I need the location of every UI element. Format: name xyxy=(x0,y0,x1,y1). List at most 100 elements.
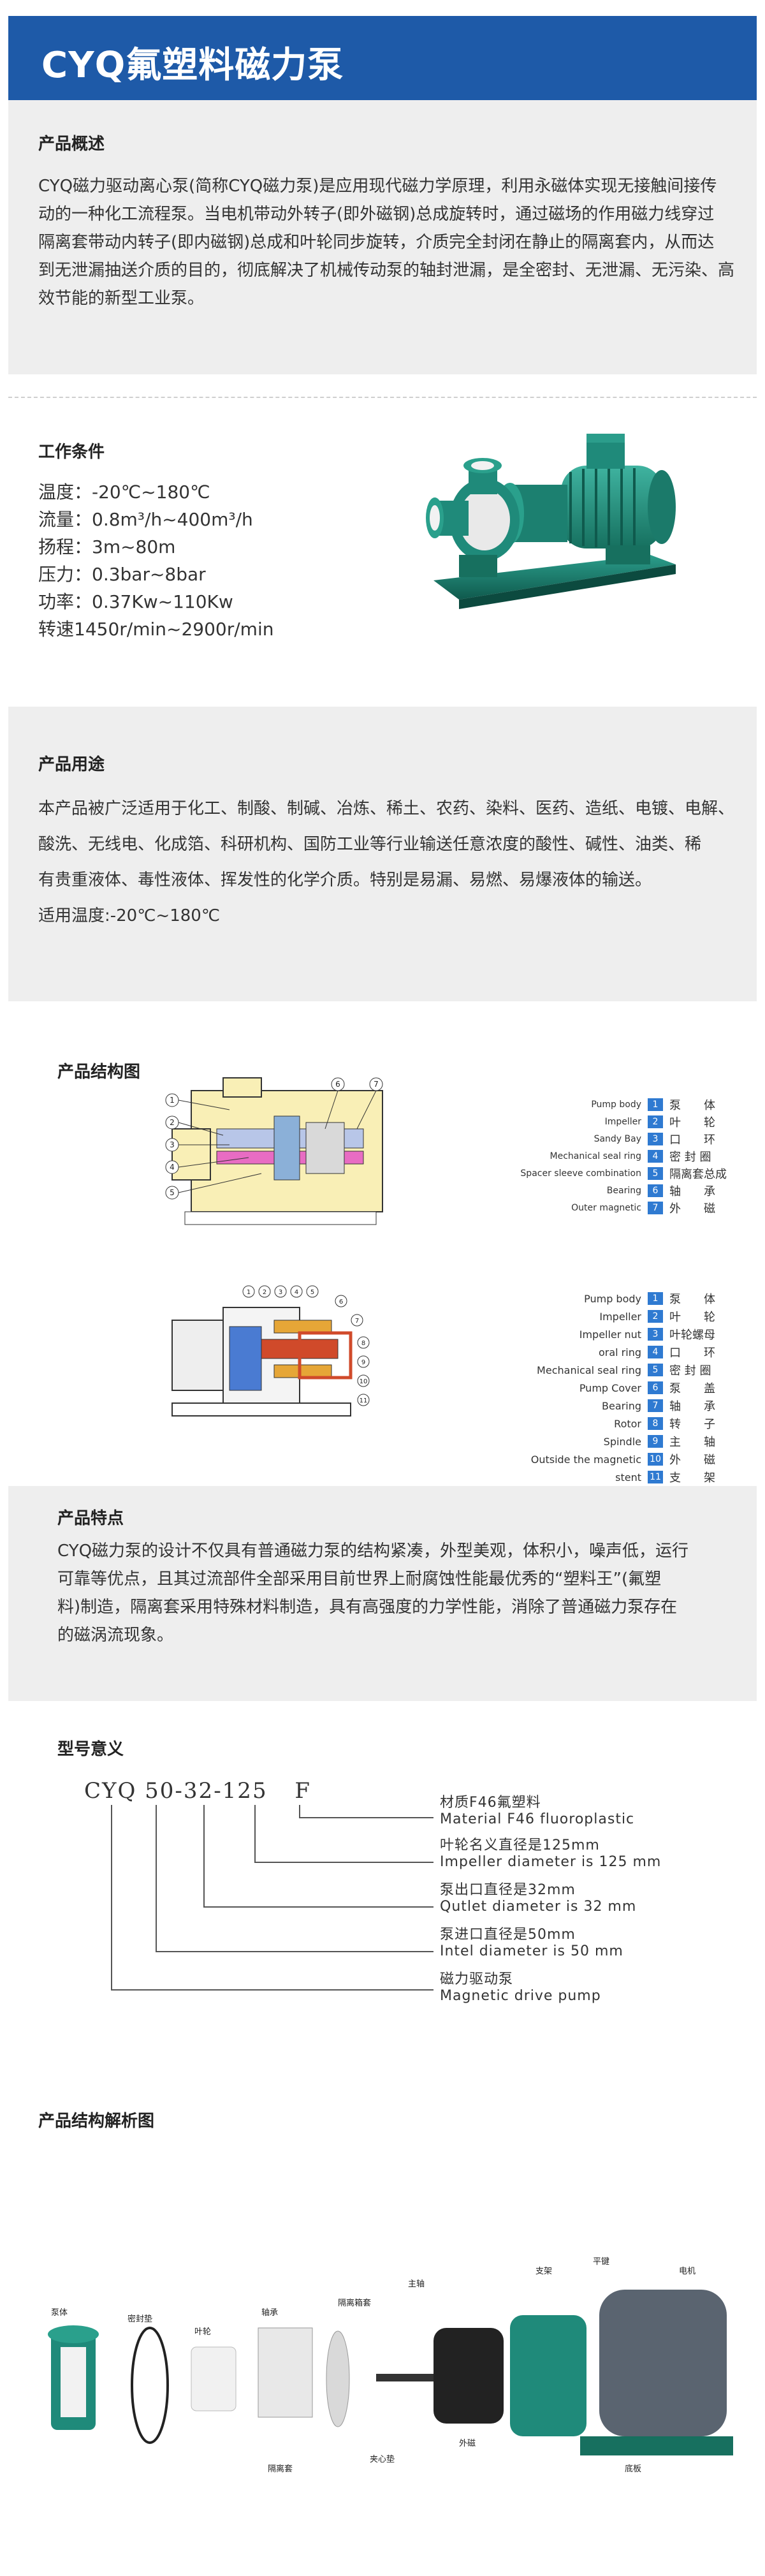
legend-en: Spindle xyxy=(603,1435,641,1448)
structure-legend-1: Pump body 1 泵 体 Impeller 2 叶 轮 Sandy Bay… xyxy=(484,1096,727,1216)
model-code-inlet: 50 xyxy=(145,1778,175,1804)
part-pump-body xyxy=(48,2325,99,2430)
overview-line: CYQ磁力驱动离心泵(简称CYQ磁力泵)是应用现代磁力学原理，利用永磁体实现无接… xyxy=(38,177,717,196)
legend-row: Sandy Bay 3 口 环 xyxy=(484,1130,727,1147)
legend-cn: 泵 体 xyxy=(669,1293,715,1306)
legend-en: Mechanical seal ring xyxy=(537,1364,641,1376)
legend-en: Outer magnetic xyxy=(571,1202,641,1213)
usage-title: 产品用途 xyxy=(38,755,105,774)
legend-en: Bearing xyxy=(606,1185,641,1196)
legend-cn: 隔离套总成 xyxy=(669,1167,727,1181)
usage-text: 本产品被广泛适用于化工、制酸、制碱、冶炼、稀土、农药、染料、医药、造纸、电镀、电… xyxy=(38,791,746,934)
features-line: 料)制造，隔离套采用特殊材料制造，具有高强度的力学性能，消除了普通磁力泵存在 xyxy=(57,1598,678,1617)
part-label: 主轴 xyxy=(408,2279,425,2289)
overview-line: 动的一种化工流程泵。当电机带动外转子(即外磁钢)总成旋转时，通过磁场的作用磁力线… xyxy=(38,205,715,224)
structure-diagram-2: 1 2 3 4 5 6 7 8 9 10 11 xyxy=(171,1285,370,1417)
legend-num: 9 xyxy=(648,1435,663,1448)
legend-num: 7 xyxy=(648,1399,663,1412)
model-item-cn: 泵出口直径是32mm xyxy=(440,1882,576,1898)
legend-en: Pump body xyxy=(584,1292,641,1305)
legend-row: Mechanical seal ring 4 密 封 圈 xyxy=(484,1147,727,1165)
legend-en: Pump Cover xyxy=(579,1381,641,1394)
part-bracket xyxy=(510,2315,586,2436)
model-item-impeller: 叶轮名义直径是125mm Impeller diameter is 125 mm xyxy=(440,1834,661,1870)
callout-2: 2 xyxy=(263,1289,266,1296)
legend-cn: 转 子 xyxy=(669,1418,715,1431)
legend-num: 2 xyxy=(648,1115,663,1128)
usage-line: 本产品被广泛适用于化工、制酸、制碱、冶炼、稀土、农药、染料、医药、造纸、电镀、电… xyxy=(38,799,735,818)
legend-en: stent xyxy=(615,1471,641,1483)
legend-cn: 泵 体 xyxy=(669,1098,715,1112)
legend-cn: 轴 承 xyxy=(669,1400,715,1413)
legend-num: 10 xyxy=(648,1453,663,1466)
part-label: 支架 xyxy=(536,2267,552,2276)
usage-line: 酸洗、无线电、化成箔、科研机构、国防工业等行业输送任意浓度的酸性、碱性、油类、稀 xyxy=(38,835,702,854)
legend-row: Bearing 7 轴 承 xyxy=(484,1397,727,1415)
legend-en: Spacer sleeve combination xyxy=(520,1168,641,1179)
part-label: 叶轮 xyxy=(194,2327,211,2337)
model-item-outlet: 泵出口直径是32mm Qutlet diameter is 32 mm xyxy=(440,1878,636,1915)
legend-row: Spacer sleeve combination 5 隔离套总成 xyxy=(484,1165,727,1182)
conditions-title: 工作条件 xyxy=(38,443,105,462)
part-motor xyxy=(599,2290,727,2436)
condition-power: 功率：0.37Kw~110Kw xyxy=(38,591,233,612)
legend-num: 2 xyxy=(648,1310,663,1323)
callout-2: 2 xyxy=(170,1118,175,1127)
legend-cn: 密 封 圈 xyxy=(669,1364,711,1378)
usage-line: 有贵重液体、毒性液体、挥发性的化学介质。特别是易漏、易燃、易爆液体的输送。 xyxy=(38,871,652,890)
condition-pressure: 压力：0.3bar~8bar xyxy=(38,564,206,585)
legend-row: Pump Cover 6 泵 盖 xyxy=(484,1379,727,1397)
legend-en: oral ring xyxy=(598,1346,641,1358)
features-line: 可靠等优点，且其过流部件全部采用目前世界上耐腐蚀性能最优秀的“塑料王”(氟塑 xyxy=(57,1570,662,1589)
legend-num: 8 xyxy=(648,1417,663,1430)
pump-photo xyxy=(426,434,676,609)
callout-9: 9 xyxy=(361,1359,365,1366)
callout-3: 3 xyxy=(170,1140,175,1149)
part-label: 平键 xyxy=(593,2257,609,2267)
model-code: CYQ 50-32-125 F xyxy=(84,1778,311,1804)
legend-cn: 外 磁 xyxy=(669,1202,715,1216)
model-item-type: 磁力驱动泵 Magnetic drive pump xyxy=(440,1968,601,2004)
legend-row: Impeller nut 3 叶轮螺母 xyxy=(484,1325,727,1343)
model-item-cn: 泵进口直径是50mm xyxy=(440,1927,576,1943)
model-item-en: Material F46 fluoroplastic xyxy=(440,1811,635,1827)
legend-row: Bearing 6 轴 承 xyxy=(484,1182,727,1199)
callout-11: 11 xyxy=(360,1397,368,1404)
features-line: 的磁涡流现象。 xyxy=(57,1626,174,1645)
model-item-en: Magnetic drive pump xyxy=(440,1988,601,2004)
part-label: 隔离箱套 xyxy=(338,2298,371,2308)
legend-num: 4 xyxy=(648,1149,663,1163)
legend-cn: 主 轴 xyxy=(669,1436,715,1449)
legend-row: Pump body 1 泵 体 xyxy=(484,1096,727,1113)
legend-row: Outside the magnetic 10 外 磁 xyxy=(484,1450,727,1468)
legend-num: 3 xyxy=(648,1328,663,1341)
part-label: 夹心垫 xyxy=(370,2454,395,2464)
legend-en: Rotor xyxy=(614,1417,641,1430)
part-impeller xyxy=(191,2346,237,2411)
legend-row: Pump body 1 泵 体 xyxy=(484,1290,727,1307)
page-title-bar: CYQ氟塑料磁力泵 xyxy=(8,16,757,100)
usage-section xyxy=(8,707,757,1001)
legend-num: 6 xyxy=(648,1381,663,1394)
overview-section xyxy=(8,100,757,374)
model-item-en: Intel diameter is 50 mm xyxy=(440,1943,623,1959)
part-isolation-sleeve xyxy=(326,2330,350,2427)
features-line: CYQ磁力泵的设计不仅具有普通磁力泵的结构紧凑，外型美观，体积小，噪声低，运行 xyxy=(57,1542,689,1561)
callout-5: 5 xyxy=(170,1188,175,1197)
part-bearing xyxy=(258,2327,313,2418)
overview-title: 产品概述 xyxy=(38,135,105,154)
features-title: 产品特点 xyxy=(57,1509,124,1528)
legend-num: 5 xyxy=(648,1364,663,1376)
legend-cn: 密 封 圈 xyxy=(669,1150,711,1164)
legend-row: Impeller 2 叶 轮 xyxy=(484,1113,727,1130)
model-code-impeller: -125 xyxy=(214,1778,268,1804)
callout-3: 3 xyxy=(279,1289,282,1296)
legend-cn: 支 架 xyxy=(669,1471,715,1485)
legend-en: Mechanical seal ring xyxy=(550,1151,641,1161)
model-item-cn: 叶轮名义直径是125mm xyxy=(440,1837,600,1853)
legend-num: 7 xyxy=(648,1201,663,1214)
exploded-view: 泵体 密封垫 叶轮 轴承 隔离套 隔离箱套 主轴 夹心垫 外磁 支架 平键 电机… xyxy=(48,2257,733,2474)
callout-5: 5 xyxy=(310,1289,314,1296)
model-title: 型号意义 xyxy=(57,1740,124,1759)
legend-en: Bearing xyxy=(602,1399,641,1412)
